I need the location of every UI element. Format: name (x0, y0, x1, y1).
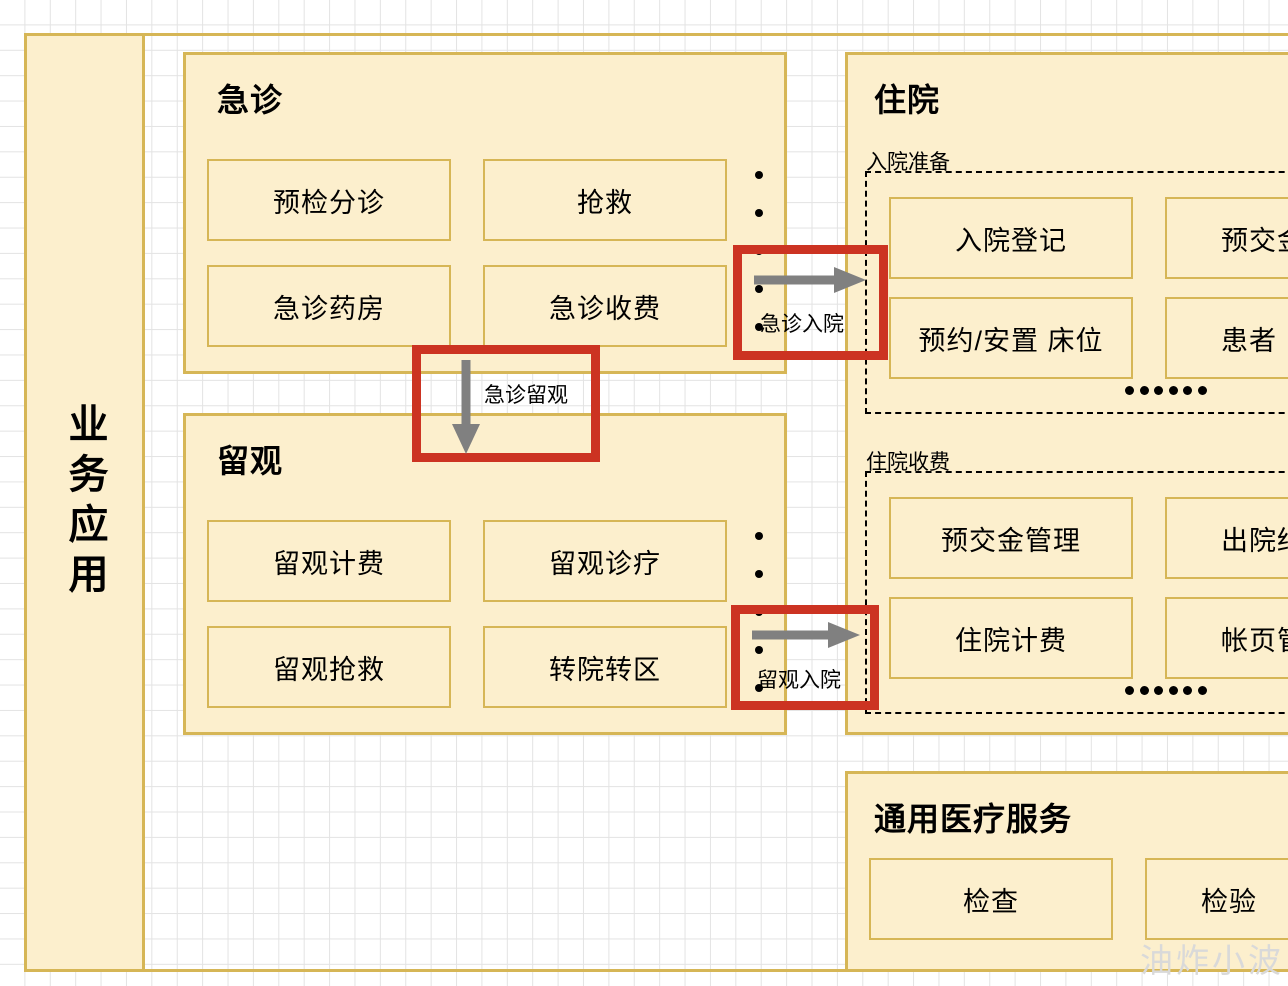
group-general-medical-service-title: 通用医疗服务 (874, 801, 1073, 837)
module-examination[interactable]: 检查 (869, 858, 1113, 940)
subzone-admission-prep-label: 入院准备 (866, 151, 950, 174)
group-general-medical-service[interactable]: 通用医疗服务 检查 检验 (845, 771, 1288, 972)
admission-prep-more-dots-icon (1125, 385, 1207, 395)
group-emergency-title: 急诊 (217, 82, 284, 118)
module-resuscitation[interactable]: 抢救 (483, 159, 727, 241)
module-bed-reservation[interactable]: 预约/安置 床位 (889, 297, 1133, 379)
group-inpatient[interactable]: 住院 入院准备 入院登记 预交金 预约/安置 床位 患者 住院收费 预交金管理 … (845, 52, 1288, 735)
module-admission-registration[interactable]: 入院登记 (889, 197, 1133, 279)
module-emergency-pharmacy[interactable]: 急诊药房 (207, 265, 451, 347)
arrow-right-icon-2 (752, 622, 860, 648)
arrow-down-icon (452, 360, 480, 454)
module-pre-triage[interactable]: 预检分诊 (207, 159, 451, 241)
module-emergency-charging[interactable]: 急诊收费 (483, 265, 727, 347)
callout-emergency-observation-label: 急诊留观 (484, 384, 568, 407)
module-transfer-ward[interactable]: 转院转区 (483, 626, 727, 708)
sidebar-business-application[interactable]: 业务应用 (24, 33, 145, 972)
module-discharge-settlement[interactable]: 出院结 (1165, 497, 1288, 579)
module-observation-rescue[interactable]: 留观抢救 (207, 626, 451, 708)
module-observation-charging[interactable]: 留观计费 (207, 520, 451, 602)
module-patient-info[interactable]: 患者 (1165, 297, 1288, 379)
group-emergency[interactable]: 急诊 预检分诊 抢救 急诊药房 急诊收费 (183, 52, 787, 374)
group-inpatient-title: 住院 (874, 82, 941, 118)
subzone-inpatient-billing-label: 住院收费 (866, 451, 950, 474)
module-ledger-management[interactable]: 帐页管 (1165, 597, 1288, 679)
inpatient-billing-more-dots-icon (1125, 685, 1207, 695)
module-observation-treatment[interactable]: 留观诊疗 (483, 520, 727, 602)
module-laboratory-test[interactable]: 检验 (1145, 858, 1288, 940)
group-observation-title: 留观 (217, 443, 284, 479)
group-observation[interactable]: 留观 留观计费 留观诊疗 留观抢救 转院转区 (183, 413, 787, 735)
module-inpatient-charging[interactable]: 住院计费 (889, 597, 1133, 679)
sidebar-label: 业务应用 (62, 402, 107, 603)
module-prepayment[interactable]: 预交金 (1165, 197, 1288, 279)
watermark: 油炸小波 (1140, 942, 1284, 979)
callout-emergency-observation[interactable] (412, 345, 600, 462)
subzone-inpatient-billing: 预交金管理 出院结 住院计费 帐页管 (865, 471, 1288, 714)
subzone-admission-prep: 入院登记 预交金 预约/安置 床位 患者 (865, 171, 1288, 414)
callout-observation-admission-label: 留观入院 (757, 669, 841, 692)
callout-emergency-admission[interactable] (733, 245, 888, 360)
callout-observation-admission[interactable] (731, 605, 879, 710)
module-prepayment-management[interactable]: 预交金管理 (889, 497, 1133, 579)
arrow-right-icon (754, 267, 866, 293)
callout-emergency-admission-label: 急诊入院 (760, 313, 844, 336)
